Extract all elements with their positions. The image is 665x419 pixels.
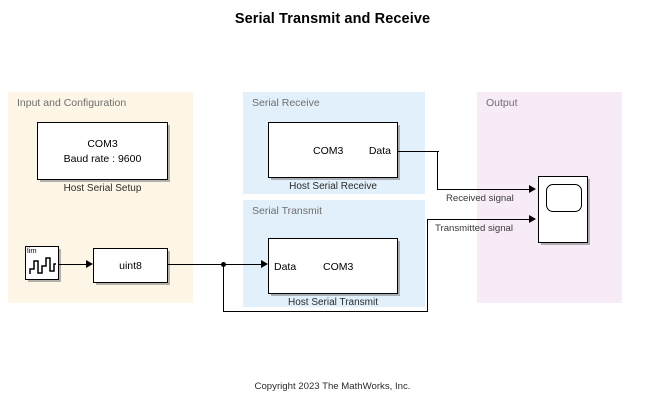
wire-source-to-conversion bbox=[59, 264, 87, 266]
host-serial-receive-com-port: COM3 bbox=[313, 145, 344, 157]
group-serial-transmit-label: Serial Transmit bbox=[252, 205, 323, 217]
copyright-notice: Copyright 2023 The MathWorks, Inc. bbox=[254, 381, 411, 392]
group-input-label: Input and Configuration bbox=[17, 97, 127, 109]
wire-transmitted-up bbox=[427, 219, 429, 312]
arrow-scope-input-transmitted bbox=[529, 215, 536, 223]
data-type-conversion-label: uint8 bbox=[119, 260, 142, 272]
host-serial-transmit-com-port: COM3 bbox=[323, 261, 354, 273]
host-serial-receive-out-port: Data bbox=[368, 145, 391, 157]
block-host-serial-receive[interactable]: COM3 Data bbox=[268, 122, 398, 178]
staircase-waveform-icon bbox=[29, 257, 56, 274]
host-serial-setup-com-port: COM3 bbox=[87, 138, 118, 150]
page-title: Serial Transmit and Receive bbox=[234, 11, 431, 27]
arrow-scope-input-received bbox=[529, 185, 536, 193]
signal-label-transmitted: Transmitted signal bbox=[435, 223, 514, 234]
arrow-transmit-data-input bbox=[261, 260, 268, 268]
block-signal-source[interactable]: lim bbox=[25, 246, 59, 280]
host-serial-setup-caption: Host Serial Setup bbox=[63, 183, 142, 194]
block-host-serial-transmit[interactable]: Data COM3 bbox=[268, 238, 398, 294]
arrow-conversion-input bbox=[86, 260, 93, 268]
block-scope[interactable] bbox=[538, 176, 588, 243]
wire-received-down bbox=[437, 151, 439, 190]
wire-transmitted-across bbox=[223, 311, 428, 313]
block-host-serial-setup[interactable]: COM3 Baud rate : 9600 bbox=[37, 122, 168, 180]
group-output-label: Output bbox=[486, 97, 518, 109]
signal-source-lim-label: lim bbox=[27, 246, 37, 255]
host-serial-receive-caption: Host Serial Receive bbox=[289, 181, 377, 192]
wire-conversion-to-transmit bbox=[168, 264, 264, 266]
wire-transmitted-to-scope bbox=[427, 219, 531, 221]
group-serial-receive-label: Serial Receive bbox=[252, 97, 320, 109]
signal-label-received: Received signal bbox=[446, 193, 514, 204]
wire-received-to-scope bbox=[437, 189, 531, 191]
host-serial-setup-baud-rate: Baud rate : 9600 bbox=[63, 153, 142, 165]
wire-transmitted-branch-down bbox=[223, 264, 225, 312]
wire-receive-out bbox=[398, 151, 439, 153]
block-data-type-conversion[interactable]: uint8 bbox=[93, 248, 168, 283]
scope-screen-icon bbox=[546, 184, 582, 212]
host-serial-transmit-in-port: Data bbox=[274, 261, 297, 273]
host-serial-transmit-caption: Host Serial Transmit bbox=[287, 297, 379, 308]
